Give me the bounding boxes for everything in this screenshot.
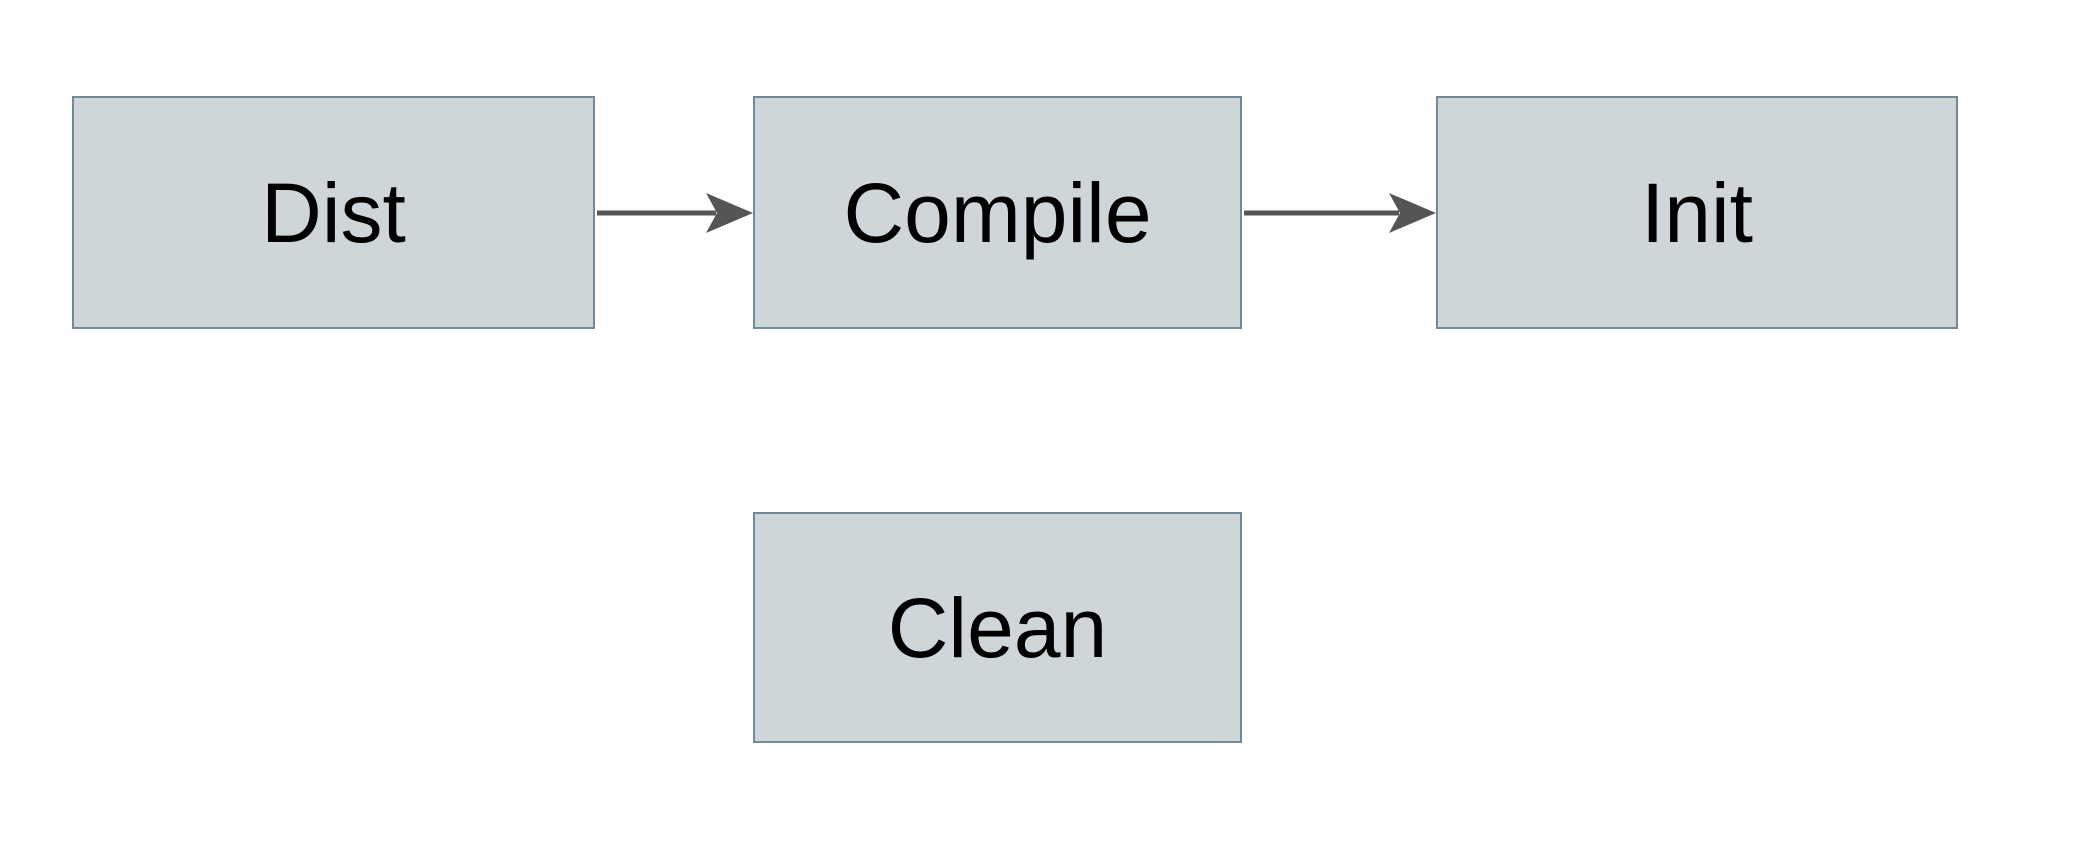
node-clean[interactable]: Clean (753, 512, 1242, 743)
arrowhead-icon (706, 193, 753, 233)
node-dist[interactable]: Dist (72, 96, 595, 329)
node-init[interactable]: Init (1436, 96, 1958, 329)
node-label: Init (1640, 165, 1754, 260)
node-compile[interactable]: Compile (753, 96, 1242, 329)
arrowhead-icon (1389, 193, 1436, 233)
node-label: Dist (261, 165, 406, 260)
node-label: Compile (843, 165, 1152, 260)
edge-compile-to-init[interactable] (1244, 193, 1436, 233)
node-label: Clean (887, 580, 1108, 675)
edge-dist-to-compile[interactable] (597, 193, 753, 233)
